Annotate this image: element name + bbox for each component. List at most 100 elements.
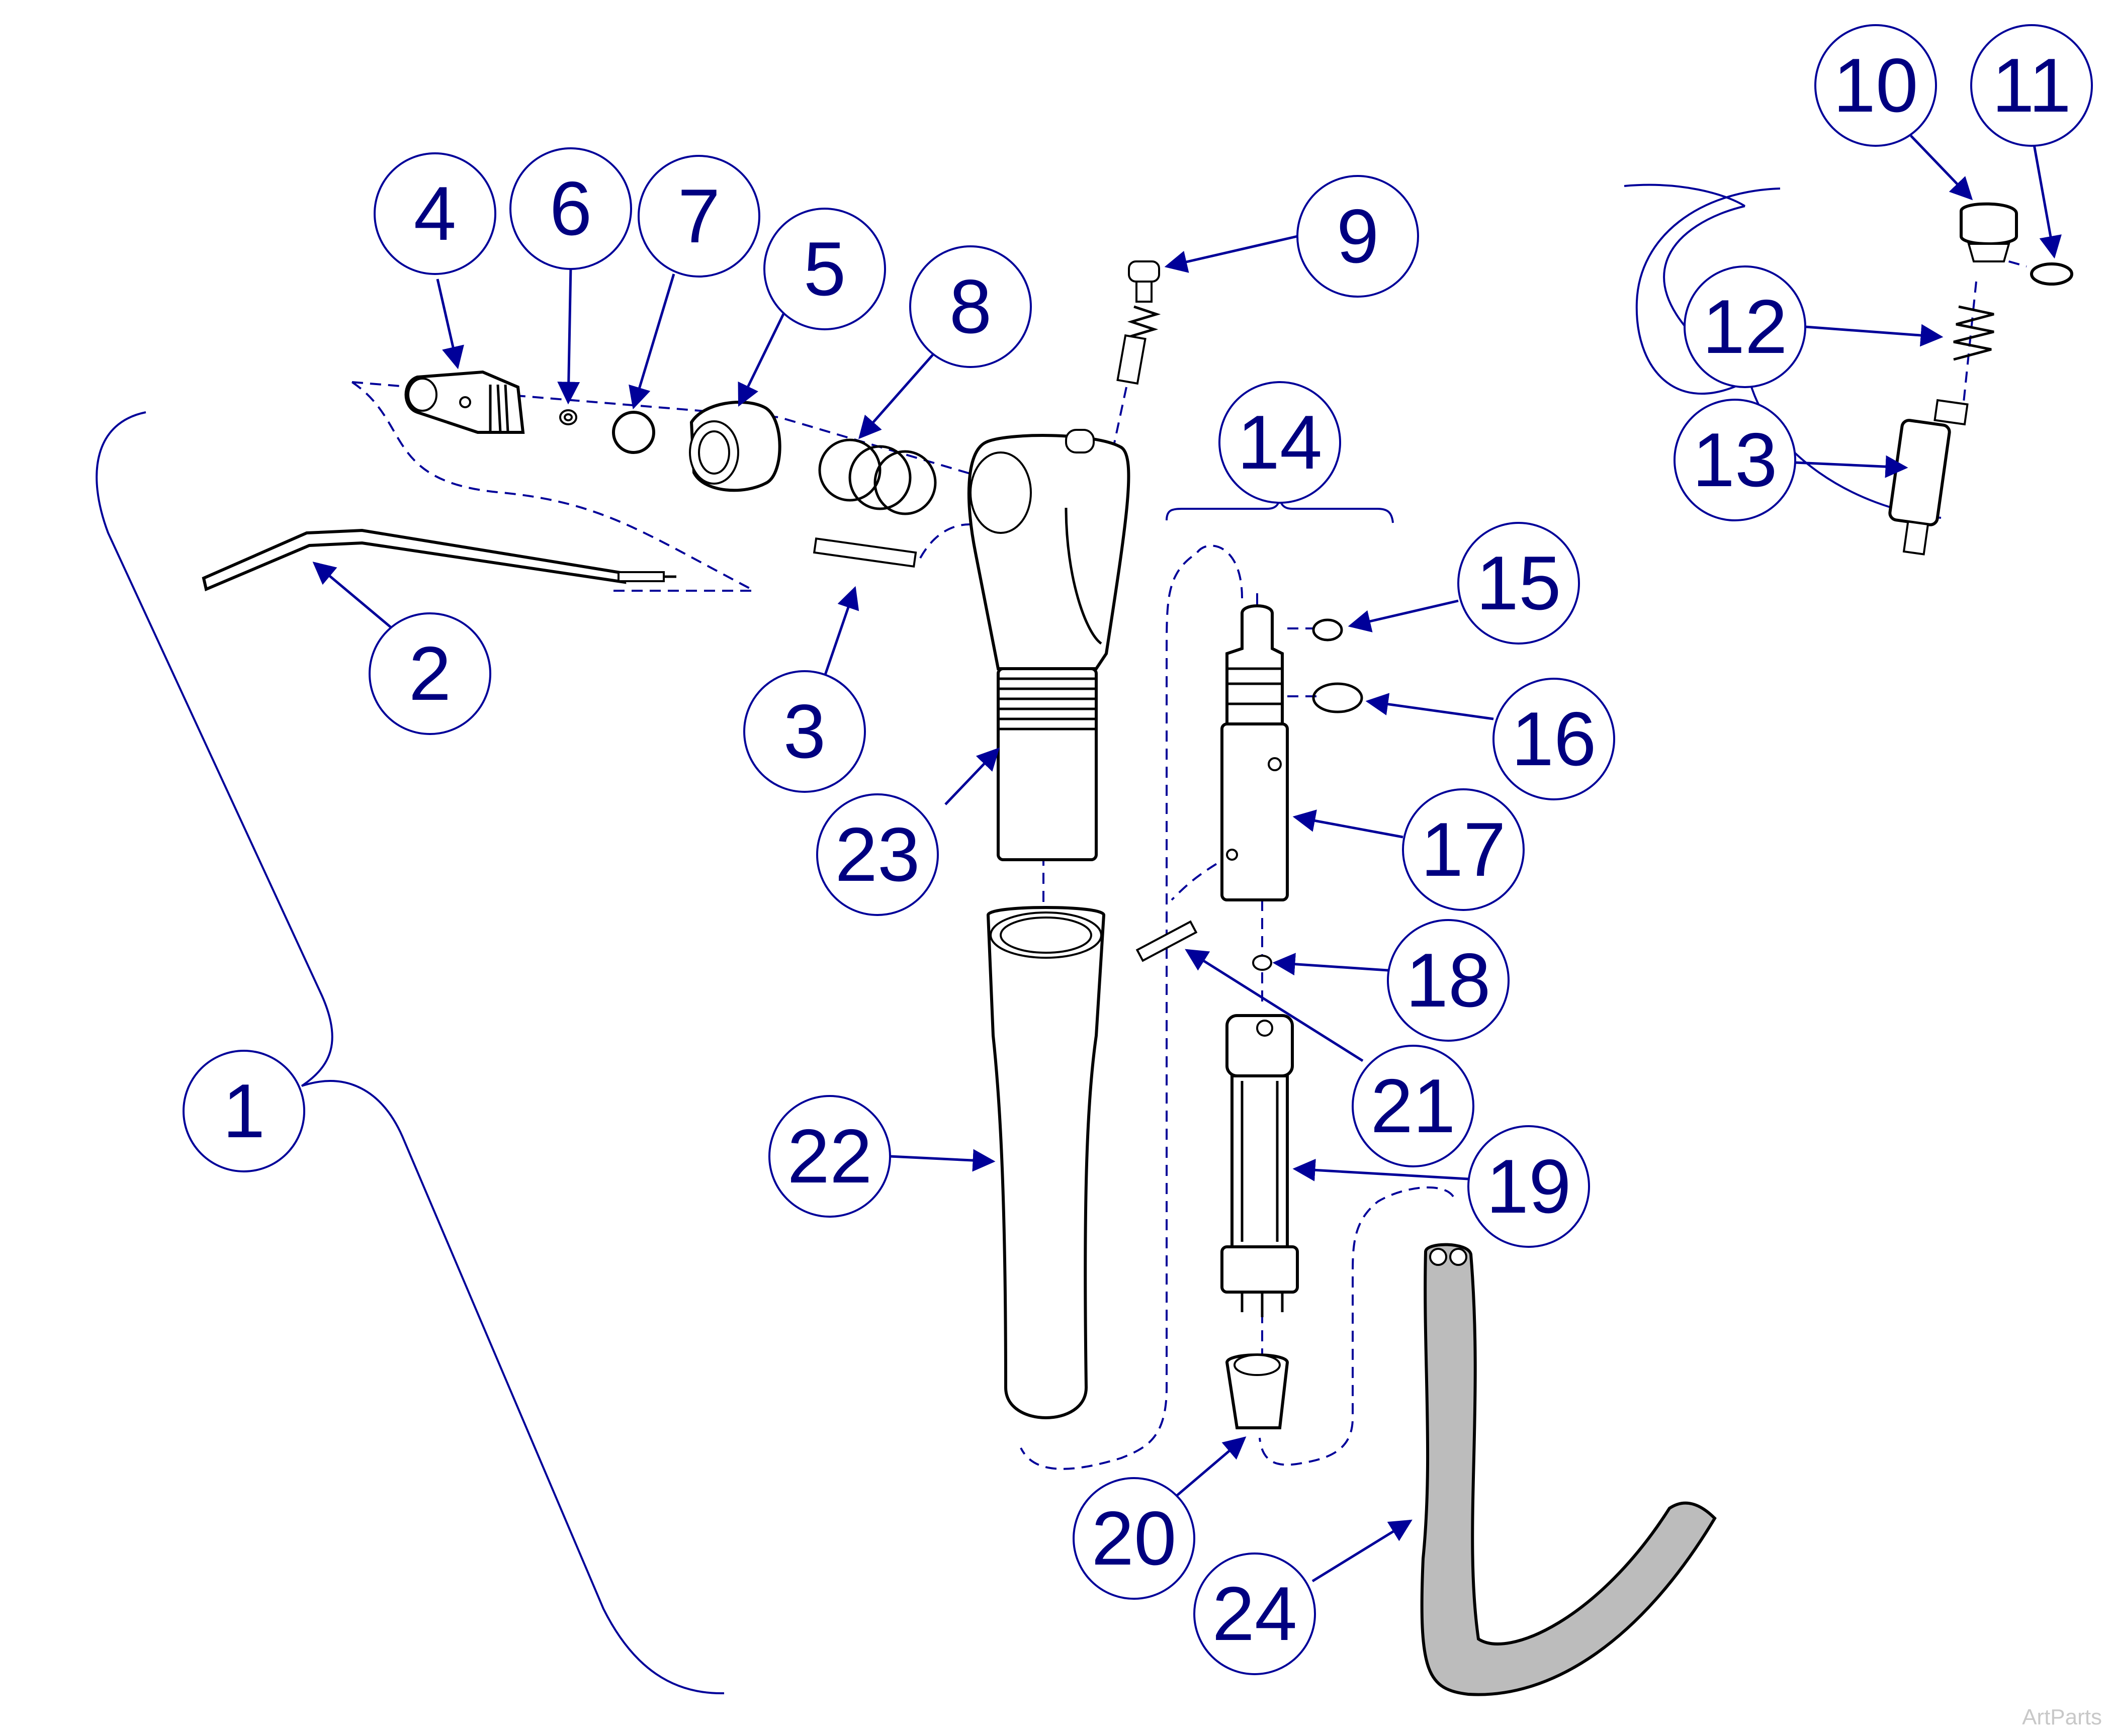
svg-text:12: 12 xyxy=(1702,284,1787,370)
leader-16 xyxy=(1365,693,1494,720)
part-head xyxy=(967,429,1130,670)
bracket-assembly-1 xyxy=(96,411,725,1695)
leader-18 xyxy=(1272,953,1388,976)
svg-text:23: 23 xyxy=(835,812,920,897)
svg-text:18: 18 xyxy=(1405,938,1490,1023)
leader-15 xyxy=(1348,599,1459,632)
part-13-valve-stem xyxy=(1888,399,1969,556)
part-10-button xyxy=(1960,202,2018,262)
leader-13 xyxy=(1795,455,1908,478)
callout-5: 5 xyxy=(763,208,886,330)
part-2-tip xyxy=(202,528,676,592)
callout-4: 4 xyxy=(374,152,496,275)
callout-2: 2 xyxy=(369,612,491,735)
assembly-path-14-outer xyxy=(1020,544,1243,1470)
svg-text:8: 8 xyxy=(949,264,992,349)
callout-14: 14 xyxy=(1218,381,1341,504)
leader-12 xyxy=(1805,324,1944,347)
svg-text:14: 14 xyxy=(1237,400,1322,485)
svg-text:3: 3 xyxy=(783,689,826,774)
leader-17 xyxy=(1292,809,1403,839)
part-15-oring xyxy=(1312,618,1343,642)
assembly-path-head-pin xyxy=(919,523,997,559)
callout-22: 22 xyxy=(768,1095,891,1218)
leader-21 xyxy=(1185,949,1364,1062)
leader-3 xyxy=(823,586,859,677)
part-3-pin xyxy=(813,537,917,568)
svg-text:22: 22 xyxy=(787,1114,872,1199)
svg-text:16: 16 xyxy=(1511,696,1596,782)
leader-20 xyxy=(1176,1436,1247,1497)
leader-6 xyxy=(557,266,580,405)
part-9-valve xyxy=(1116,260,1161,385)
assembly-path-inset xyxy=(1963,255,2027,403)
leader-4 xyxy=(436,279,464,370)
callout-17: 17 xyxy=(1402,788,1525,911)
watermark-text: ArtParts xyxy=(2022,1705,2102,1729)
part-8-orings xyxy=(818,438,937,515)
leader-22 xyxy=(890,1149,996,1172)
assembly-path-15-16 xyxy=(1287,627,1317,697)
svg-text:24: 24 xyxy=(1212,1571,1297,1657)
svg-text:13: 13 xyxy=(1692,417,1777,503)
svg-text:11: 11 xyxy=(1992,43,2071,128)
part-4-nut xyxy=(404,370,525,434)
callout-19: 19 xyxy=(1467,1125,1590,1248)
leader-11 xyxy=(2030,130,2062,259)
leader-9 xyxy=(1164,235,1298,273)
part-24-hose xyxy=(1420,1243,1717,1696)
leader-23 xyxy=(944,747,1000,805)
svg-text:20: 20 xyxy=(1091,1496,1176,1581)
svg-text:7: 7 xyxy=(678,173,721,259)
part-12-spring xyxy=(1953,305,1994,361)
callout-20: 20 xyxy=(1073,1477,1195,1600)
callout-3: 3 xyxy=(743,670,866,793)
part-22-grip xyxy=(986,906,1106,1419)
callout-9: 9 xyxy=(1296,175,1419,298)
leader-10 xyxy=(1910,135,1973,201)
part-18-seal xyxy=(1252,955,1272,971)
callout-8: 8 xyxy=(909,245,1032,368)
svg-text:15: 15 xyxy=(1476,540,1561,626)
assembly-path-hose xyxy=(1259,1186,1454,1466)
part-7-oring xyxy=(612,411,655,454)
svg-text:17: 17 xyxy=(1421,807,1506,892)
part-20-cap xyxy=(1225,1353,1289,1429)
leader-2 xyxy=(312,562,393,629)
leader-7 xyxy=(629,273,675,410)
leader-19 xyxy=(1292,1158,1469,1181)
svg-text:4: 4 xyxy=(414,171,457,256)
leader-8 xyxy=(858,351,936,439)
svg-text:9: 9 xyxy=(1337,194,1379,279)
part-23-body xyxy=(997,667,1098,861)
callout-7: 7 xyxy=(638,155,760,278)
svg-text:6: 6 xyxy=(550,166,592,251)
callout-6: 6 xyxy=(509,147,632,270)
callout-1: 1 xyxy=(183,1050,305,1172)
part-5-bushing xyxy=(689,401,781,492)
leader-24 xyxy=(1311,1519,1413,1583)
callout-11: 11 xyxy=(1970,24,2093,147)
callout-12: 12 xyxy=(1684,265,1806,388)
callout-18: 18 xyxy=(1387,919,1510,1042)
part-6-washer xyxy=(559,409,577,425)
callout-24: 24 xyxy=(1193,1552,1316,1675)
callout-16: 16 xyxy=(1492,678,1615,800)
bracket-inset-arc xyxy=(1635,188,1781,395)
leader-5 xyxy=(738,301,791,407)
svg-text:1: 1 xyxy=(223,1068,266,1154)
callout-10: 10 xyxy=(1814,24,1937,147)
part-19-valve-body xyxy=(1220,1014,1299,1317)
callout-13: 13 xyxy=(1674,399,1796,521)
callout-21: 21 xyxy=(1352,1045,1474,1167)
part-11-oring xyxy=(2030,262,2073,286)
assembly-path-21 xyxy=(1171,854,1233,901)
callout-23: 23 xyxy=(816,793,939,916)
svg-text:21: 21 xyxy=(1370,1063,1455,1149)
svg-text:19: 19 xyxy=(1486,1144,1571,1229)
part-21-pin xyxy=(1135,920,1198,962)
svg-text:5: 5 xyxy=(804,226,846,312)
part-17-cartridge xyxy=(1220,604,1289,901)
svg-text:10: 10 xyxy=(1833,43,1918,128)
